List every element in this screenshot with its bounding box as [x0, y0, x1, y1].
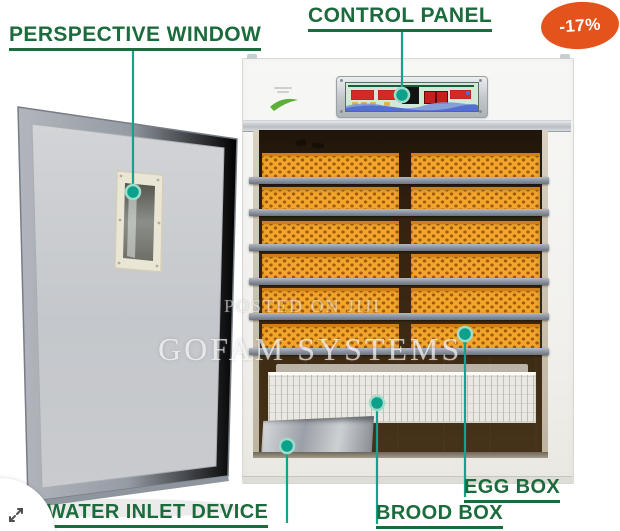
brand-logo: [266, 84, 302, 114]
control-panel-display: [345, 82, 479, 112]
led-digit-block: [378, 90, 400, 100]
brood-box: [268, 372, 536, 423]
door-face: [31, 123, 225, 489]
shelf-rail: [249, 278, 549, 285]
display-wave-graphic: [346, 102, 478, 111]
panel-screw: [479, 110, 482, 113]
label-egg-box: EGG BOX: [464, 477, 561, 503]
led-digit-block: [450, 90, 471, 99]
label-water-inlet-device: WATER INLET DEVICE: [47, 502, 269, 528]
leaf-swoosh-icon: [270, 98, 298, 111]
interior-fixture: [311, 142, 325, 149]
egg-tray: [411, 153, 540, 183]
expand-arrows-icon: [9, 508, 23, 522]
shelf-rail: [249, 348, 549, 355]
cabinet-top-cap: [560, 54, 570, 59]
shelf-rail: [249, 209, 549, 216]
door-seal-right: [542, 130, 548, 458]
shelf-rail: [249, 313, 549, 320]
led-indicator: [424, 91, 436, 104]
label-perspective-window: PERSPECTIVE WINDOW: [9, 23, 262, 52]
led-digit-block: [351, 90, 374, 100]
shelf-rail: [249, 177, 549, 184]
label-control-panel: CONTROL PANEL: [308, 4, 493, 33]
shelf-rail: [249, 244, 549, 251]
brood-box-rim: [276, 364, 528, 374]
door-bottom-edge: [28, 476, 229, 508]
egg-tray: [411, 221, 540, 250]
egg-tray: [262, 153, 399, 183]
panel-indicator: [466, 91, 470, 95]
egg-tray: [411, 254, 540, 284]
panel-screw: [340, 79, 343, 82]
panel-screw: [340, 110, 343, 113]
door-seal-left: [253, 130, 259, 458]
cabinet-top-cap: [247, 54, 257, 59]
egg-tray: [411, 288, 540, 319]
cabinet-bottom-sill: [253, 452, 548, 458]
window-glass-reflection: [127, 187, 137, 258]
egg-tray: [262, 254, 399, 284]
panel-screw: [479, 79, 482, 82]
cabinet-bottom-edge: [242, 476, 572, 483]
egg-tray: [262, 324, 399, 354]
display-divider: [348, 85, 474, 87]
door-shadow: [10, 499, 240, 517]
panel-key: [384, 102, 390, 106]
egg-tray: [411, 324, 540, 354]
window-screws: [117, 174, 161, 268]
panel-key: [352, 102, 358, 106]
label-brood-box: BROOD BOX: [376, 503, 503, 529]
